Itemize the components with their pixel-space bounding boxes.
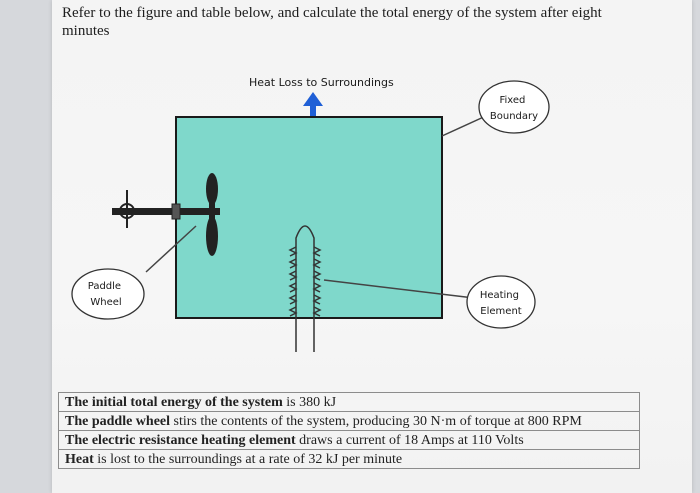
fixed-boundary-pointer — [441, 114, 489, 137]
heat-loss-arrow-icon — [303, 92, 323, 126]
table-cell: The paddle wheel stirs the contents of t… — [58, 411, 640, 431]
table-cell: The electric resistance heating element … — [58, 430, 640, 450]
paddle-wheel-icon — [112, 173, 220, 256]
table-cell: Heat is lost to the surroundings at a ra… — [58, 449, 640, 469]
paddle-wheel-bubble — [71, 268, 145, 320]
heating-element-line1: Heating — [480, 290, 519, 301]
table-cell: The initial total energy of the system i… — [58, 392, 640, 412]
heating-element-line2: Element — [480, 306, 521, 317]
fixed-boundary-line1: Fixed — [499, 95, 525, 106]
heat-loss-label: Heat Loss to Surroundings — [249, 76, 394, 89]
paddle-wheel-pointer — [145, 225, 197, 273]
heating-element-icon — [288, 225, 322, 352]
heating-element-pointer — [323, 279, 475, 299]
system-boundary-box — [175, 116, 443, 319]
question-text: Refer to the figure and table below, and… — [62, 5, 602, 39]
paddle-wheel-label: Paddle Wheel — [88, 281, 125, 308]
table-row: Heat is lost to the surroundings at a ra… — [58, 449, 640, 469]
paddle-wheel-line1: Paddle — [88, 281, 121, 292]
fixed-boundary-bubble — [478, 80, 550, 134]
heating-element-label: Heating Element — [480, 290, 522, 317]
fixed-boundary-label: Fixed Boundary — [490, 95, 538, 122]
table-row: The electric resistance heating element … — [58, 430, 640, 450]
heating-element-bubble — [466, 275, 536, 329]
table-row: The paddle wheel stirs the contents of t… — [58, 411, 640, 431]
given-data-table: The initial total energy of the system i… — [58, 392, 640, 469]
fixed-boundary-line2: Boundary — [490, 111, 538, 122]
paddle-wheel-line2: Wheel — [90, 297, 121, 308]
table-row: The initial total energy of the system i… — [58, 392, 640, 412]
